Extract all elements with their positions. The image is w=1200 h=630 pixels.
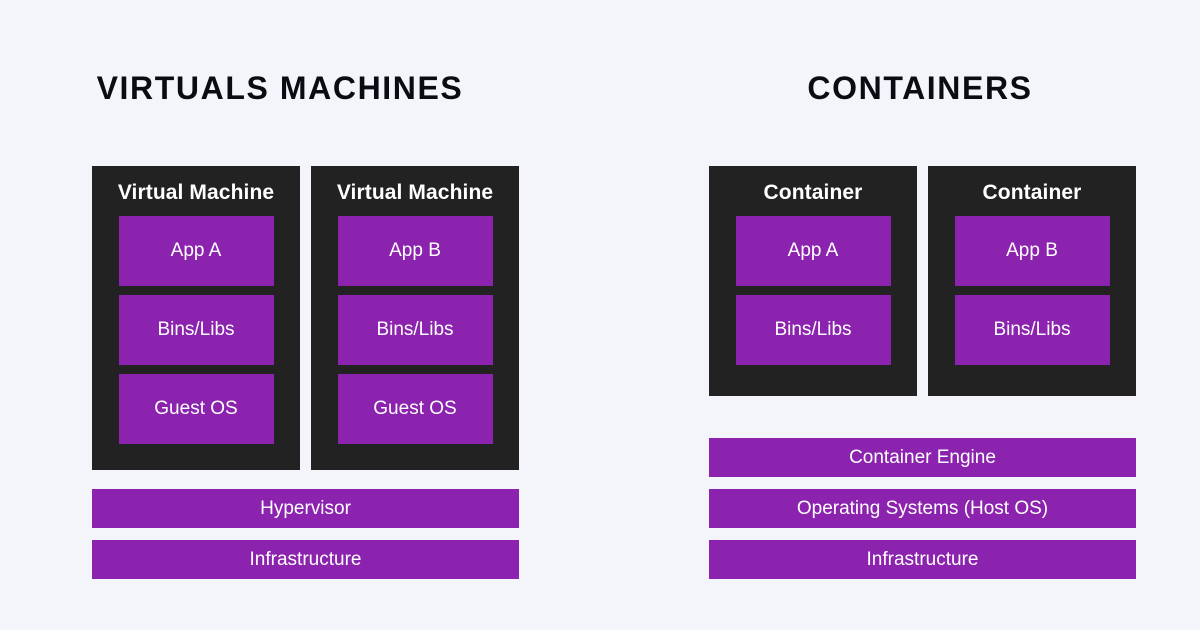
- virtual-machine-box-2-title: Virtual Machine: [336, 181, 494, 204]
- vm1-layer-guest-os[interactable]: Guest OS: [118, 374, 274, 444]
- vm-bar-infrastructure[interactable]: Infrastructure: [92, 540, 519, 579]
- container-bar-container-engine[interactable]: Container Engine: [709, 438, 1136, 477]
- container-bar-infrastructure[interactable]: Infrastructure: [709, 540, 1136, 579]
- vm2-layer-bins-libs[interactable]: Bins/Libs: [337, 295, 493, 365]
- container2-layer-bins-libs[interactable]: Bins/Libs: [954, 295, 1110, 365]
- column-title-containers: CONTAINERS: [807, 70, 1033, 106]
- container-box-1-title: Container: [763, 181, 863, 204]
- vm2-layer-app[interactable]: App B: [337, 216, 493, 286]
- vm-bar-hypervisor[interactable]: Hypervisor: [92, 489, 519, 528]
- vm2-layer-guest-os[interactable]: Guest OS: [337, 374, 493, 444]
- container-box-2-title: Container: [982, 181, 1082, 204]
- virtual-machine-box-1[interactable]: Virtual Machine App A Bins/Libs Guest OS: [92, 166, 300, 470]
- vm1-layer-bins-libs[interactable]: Bins/Libs: [118, 295, 274, 365]
- container2-layer-app[interactable]: App B: [954, 216, 1110, 286]
- container1-layer-app[interactable]: App A: [735, 216, 891, 286]
- container1-layer-bins-libs[interactable]: Bins/Libs: [735, 295, 891, 365]
- container-bar-host-os[interactable]: Operating Systems (Host OS): [709, 489, 1136, 528]
- vm1-layer-app[interactable]: App A: [118, 216, 274, 286]
- virtual-machine-box-1-title: Virtual Machine: [117, 181, 275, 204]
- column-title-virtual-machines: VIRTUALS MACHINES: [96, 70, 464, 106]
- container-box-1[interactable]: Container App A Bins/Libs: [709, 166, 917, 396]
- container-box-2[interactable]: Container App B Bins/Libs: [928, 166, 1136, 396]
- virtual-machine-box-2[interactable]: Virtual Machine App B Bins/Libs Guest OS: [311, 166, 519, 470]
